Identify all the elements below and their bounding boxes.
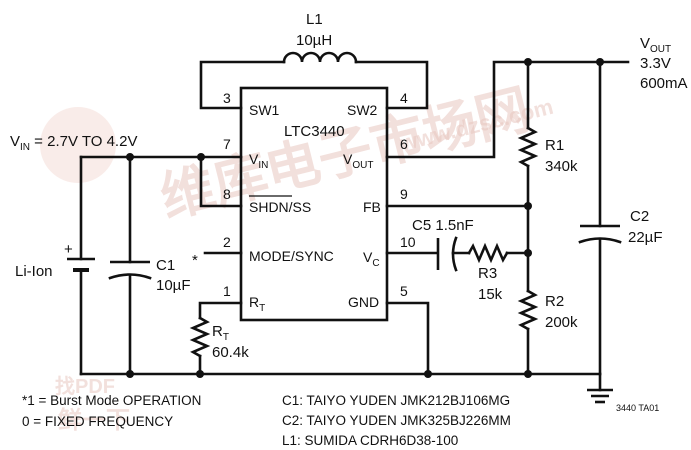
r2-value: 200k <box>545 314 578 331</box>
pin8-name: SHDN/SS <box>249 199 311 215</box>
resistor-r2 <box>517 289 539 331</box>
junction <box>524 249 532 257</box>
battery-label: Li-Ion <box>15 263 53 280</box>
wire-rt-top <box>198 301 243 320</box>
resistor-rt <box>189 316 211 358</box>
c1-value: 10µF <box>156 277 191 294</box>
pin10-number: 10 <box>400 234 416 250</box>
vin-label: VIN = 2.7V TO 4.2V <box>10 133 137 153</box>
watermark-tagline: 鲜一下 <box>58 406 130 434</box>
figure-id: 3440 TA01 <box>616 403 659 413</box>
inductor-ref: L1 <box>306 11 323 28</box>
pin9-name: FB <box>363 199 381 215</box>
bom-l1: L1: SUMIDA CDRH6D38-100 <box>282 433 458 448</box>
r2-ref: R2 <box>545 293 564 310</box>
rt-ref: RT <box>212 323 229 343</box>
mode-note-burst: *1 = Burst Mode OPERATION <box>22 393 201 408</box>
r1-ref: R1 <box>545 137 564 154</box>
ic-part-number: LTC3440 <box>284 123 345 140</box>
ic-body <box>239 86 389 322</box>
pin4-name: SW2 <box>347 102 378 118</box>
c2-value: 22µF <box>628 229 663 246</box>
junction <box>524 202 532 210</box>
wire-sw1-to-l1 <box>199 60 286 110</box>
c5-label: C5 1.5nF <box>412 217 474 234</box>
pin4-number: 4 <box>400 90 408 106</box>
junction <box>126 370 134 378</box>
pin3-number: 3 <box>223 90 231 106</box>
pin1-number: 1 <box>223 283 231 299</box>
mode-note-fixed: 0 = FIXED FREQUENCY <box>22 414 173 429</box>
pin6-name: VOUT <box>343 151 373 171</box>
vout-current: 600mA <box>640 75 688 92</box>
bom-c1: C1: TAIYO YUDEN JMK212BJ106MG <box>282 393 510 408</box>
r3-value: 15k <box>478 286 503 303</box>
pin2-number: 2 <box>223 234 231 250</box>
junction <box>196 370 204 378</box>
inductor-value: 10µH <box>296 32 332 49</box>
bom-c2: C2: TAIYO YUDEN JMK325BJ226MM <box>282 413 511 428</box>
vout-label: VOUT <box>640 35 671 55</box>
inductor-l1 <box>282 51 358 64</box>
wire-l1-to-sw2 <box>354 60 429 110</box>
wire-gnd-pin <box>385 301 430 376</box>
resistor-r3 <box>467 242 509 264</box>
watermark-pdf: 找PDF <box>55 374 115 398</box>
r3-ref: R3 <box>478 265 497 282</box>
pin8-number: 8 <box>223 186 231 202</box>
r1-value: 340k <box>545 158 578 175</box>
pin9-number: 9 <box>400 186 408 202</box>
pin1-name: RT <box>249 294 265 314</box>
resistor-r1 <box>517 126 539 168</box>
c2-ref: C2 <box>630 208 649 225</box>
ground-icon <box>587 372 613 404</box>
c1-ref: C1 <box>156 257 175 274</box>
pin7-name: VIN <box>249 151 268 171</box>
rt-value: 60.4k <box>212 344 249 361</box>
pin5-name: GND <box>348 294 379 310</box>
pin5-number: 5 <box>400 283 408 299</box>
pin3-name: SW1 <box>249 102 280 118</box>
pin2-name: MODE/SYNC <box>249 248 334 264</box>
junction <box>197 153 205 161</box>
battery-plus-icon: + <box>64 241 73 258</box>
vout-voltage: 3.3V <box>640 55 671 72</box>
pin6-number: 6 <box>400 136 408 152</box>
pin10-name: VC <box>363 249 380 269</box>
mode-marker: * <box>192 252 198 269</box>
wire-vin-to-shdn <box>199 155 243 208</box>
vout-rail <box>385 60 630 159</box>
pin7-number: 7 <box>223 136 231 152</box>
